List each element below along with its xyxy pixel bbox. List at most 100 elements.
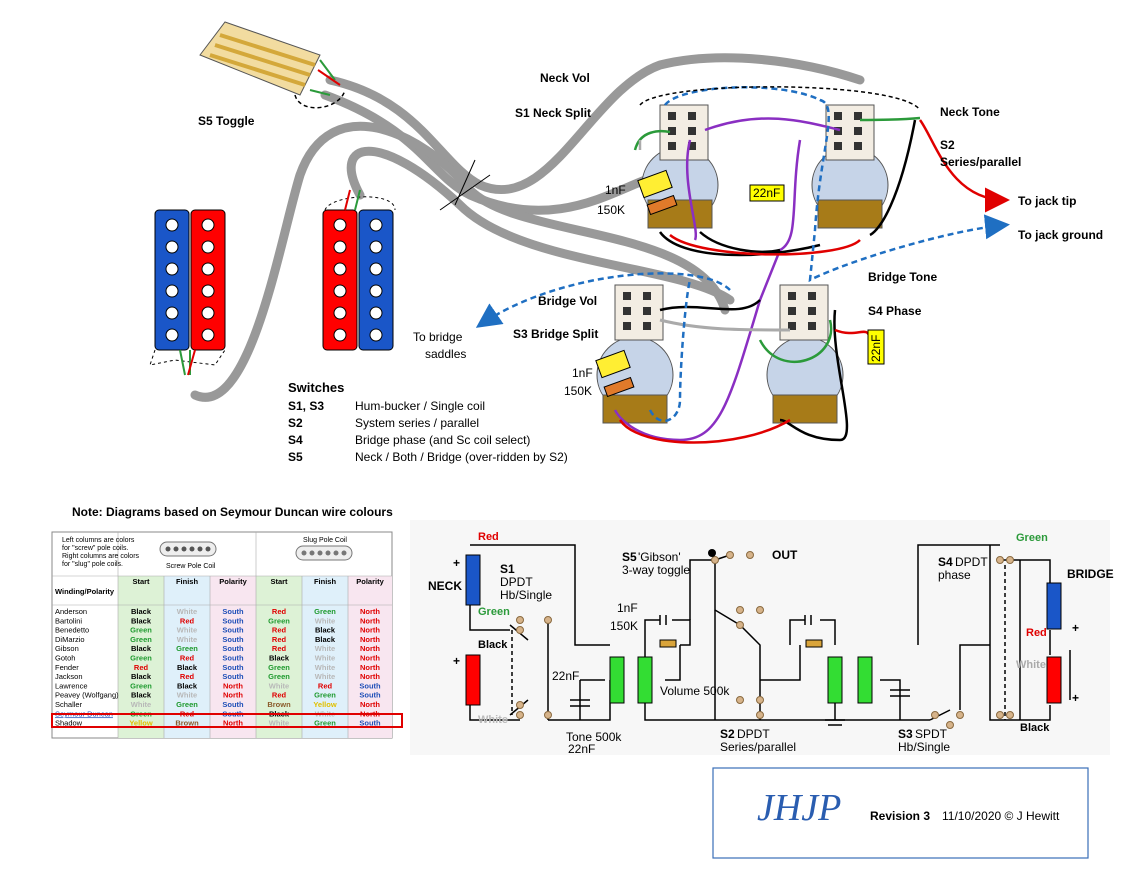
- table-cell: Green: [268, 663, 290, 672]
- table-cell: Red: [318, 681, 333, 690]
- table-cell: South: [359, 681, 381, 690]
- schem-label-s3: S3: [898, 727, 913, 741]
- table-cell: Black: [131, 644, 152, 653]
- shielded-cables: [190, 53, 865, 402]
- switch-desc-1: System series / parallel: [355, 416, 479, 430]
- switches-heading: Switches: [288, 380, 344, 395]
- neck-pickup: [149, 209, 226, 376]
- table-cell: South: [222, 672, 244, 681]
- table-cell: North: [223, 691, 243, 700]
- table-cell: White: [269, 681, 289, 690]
- schem-label-s1-dpdt: DPDT: [500, 575, 533, 589]
- table-cell: North: [360, 644, 380, 653]
- schem-label-s2: S2: [720, 727, 735, 741]
- table-cell: South: [222, 644, 244, 653]
- schem-label-tone: Tone 500k: [566, 730, 622, 744]
- s5-toggle-switch: [199, 21, 346, 109]
- revision-label: Revision 3: [870, 809, 930, 823]
- table-cell: White: [315, 654, 335, 663]
- table-cell: Brown: [267, 700, 291, 709]
- label-to-jack-tip: To jack tip: [1018, 194, 1076, 208]
- table-cell: Red: [180, 616, 195, 625]
- table-cell: South: [222, 607, 244, 616]
- table-cell: Green: [176, 644, 198, 653]
- table-cell: North: [360, 607, 380, 616]
- schem-label-plus3: +: [1072, 621, 1079, 635]
- table-header-3: Start: [270, 577, 288, 586]
- table-cell: South: [359, 691, 381, 700]
- schem-label-s4: S4: [938, 555, 953, 569]
- schem-volume-pot-b: [827, 656, 843, 704]
- schem-resistor-a: [659, 639, 677, 648]
- schem-volume-pot-a: [637, 656, 653, 704]
- schem-label-s5: S5: [622, 550, 637, 564]
- label-150k-bridge: 150K: [564, 384, 592, 398]
- neck-tone-pot: [811, 104, 889, 229]
- switch-key-1: S2: [288, 416, 303, 430]
- schem-label-plus4: +: [1072, 691, 1079, 705]
- table-header-0: Start: [132, 577, 150, 586]
- table-cell: Red: [180, 654, 195, 663]
- slug-pole-coil-icon: [295, 545, 353, 561]
- table-row-name: Jackson: [55, 672, 83, 681]
- table-cell: Brown: [175, 719, 199, 728]
- table-cell: White: [131, 700, 151, 709]
- switch-key-0: S1, S3: [288, 399, 324, 413]
- screw-pole-label: Screw Pole Coil: [166, 563, 216, 570]
- schem-label-s5-name: 'Gibson': [638, 550, 681, 564]
- table-cell: Black: [269, 654, 290, 663]
- jhjp-logo: JHJP: [757, 787, 841, 829]
- table-cell: Green: [314, 719, 336, 728]
- table-header-2: Polarity: [219, 577, 247, 586]
- table-cell: Green: [130, 635, 152, 644]
- table-cell: Red: [180, 672, 195, 681]
- table-cell: Green: [176, 700, 198, 709]
- table-cell: Black: [131, 672, 152, 681]
- schem-label-black-left: Black: [478, 639, 508, 651]
- date-author-label: 11/10/2020 © J Hewitt: [942, 809, 1060, 823]
- table-cell: South: [222, 663, 244, 672]
- table-cell: Black: [131, 616, 152, 625]
- schem-label-22nf: 22nF: [552, 669, 579, 683]
- cap-22nf-bridge-box: [867, 329, 885, 365]
- table-cell: Black: [177, 681, 198, 690]
- schem-label-s4-sub: phase: [938, 568, 971, 582]
- schem-label-s3-desc: SPDT: [915, 727, 948, 741]
- switch-key-2: S4: [288, 433, 303, 447]
- table-cell: White: [315, 616, 335, 625]
- top-wiring-diagram: S5 Toggle: [149, 21, 1103, 464]
- table-cell: Yellow: [129, 719, 153, 728]
- switches-legend: Switches S1, S3 Hum-bucker / Single coil…: [288, 380, 568, 464]
- table-note-0: Left columns are colors: [62, 537, 135, 544]
- bridge-cap-resistor: [595, 349, 635, 398]
- table-cell: White: [177, 635, 197, 644]
- table-cell: South: [222, 626, 244, 635]
- table-cell: North: [360, 663, 380, 672]
- schem-label-s2-desc: DPDT: [737, 727, 770, 741]
- bridge-vol-pot: [596, 284, 674, 424]
- seymour-duncan-highlight: [51, 713, 403, 728]
- table-note-2: Right columns are colors: [62, 553, 140, 560]
- table-cell: Red: [272, 626, 287, 635]
- hookup-wires: [613, 116, 1010, 444]
- schem-label-bridge: BRIDGE: [1067, 567, 1114, 581]
- schem-neck-coil-blue: [465, 554, 481, 606]
- table-row-name: Gotoh: [55, 654, 75, 663]
- schem-label-neck: NECK: [428, 579, 462, 593]
- table-cell: North: [360, 700, 380, 709]
- table-cell: White: [177, 626, 197, 635]
- table-cell: Red: [272, 691, 287, 700]
- label-neck-tone: Neck Tone: [940, 105, 1000, 119]
- bridge-pickup: [322, 189, 396, 351]
- schem-label-1nf: 1nF: [617, 601, 638, 615]
- table-row-name: Schaller: [55, 700, 83, 709]
- table-cell: North: [223, 719, 243, 728]
- table-cell: North: [360, 616, 380, 625]
- s5-common-node: [708, 549, 716, 557]
- schem-label-s2-sub: Series/parallel: [720, 740, 796, 754]
- label-s5-toggle: S5 Toggle: [198, 114, 255, 128]
- table-header-4: Finish: [314, 577, 337, 586]
- cap-22nf-neck-label: 22nF: [753, 186, 780, 200]
- label-s1-neck-split: S1 Neck Split: [515, 106, 591, 120]
